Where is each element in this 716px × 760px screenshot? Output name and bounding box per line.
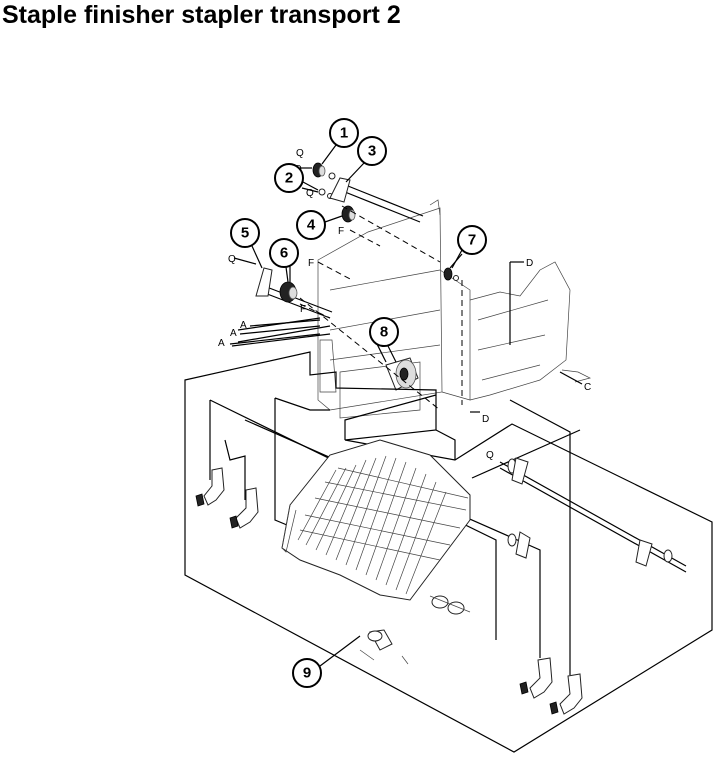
svg-text:4: 4	[307, 217, 316, 234]
ref-letter-d: D	[526, 258, 533, 269]
callout-5: 5	[230, 218, 263, 269]
gear-shaft-right	[499, 457, 687, 573]
svg-text:8: 8	[380, 324, 388, 341]
ref-letter-f: F	[338, 226, 344, 237]
ref-letter-f: F	[300, 304, 306, 315]
gear-part-4	[341, 205, 356, 223]
motor-part-8	[385, 357, 419, 391]
callout-7: 7	[451, 225, 487, 269]
callout-2: 2	[274, 163, 319, 193]
roller-pair-center	[359, 595, 471, 665]
ref-letter-q: Q	[306, 188, 314, 199]
bearing-part-7	[443, 267, 459, 281]
ref-letter-a: A	[230, 328, 237, 339]
reference-letters: Q Q Q Q Q F F F A A A D D C	[218, 148, 591, 461]
upper-shaft	[339, 183, 424, 223]
gear-part-6	[279, 281, 298, 303]
svg-text:6: 6	[280, 245, 288, 262]
chassis-frame	[317, 199, 591, 419]
page-title: Staple finisher stapler transport 2	[2, 1, 401, 29]
ref-letter-q: Q	[228, 254, 236, 265]
svg-text:5: 5	[241, 225, 249, 242]
bracket-part-3	[329, 177, 351, 203]
kit-outline-9	[184, 351, 713, 753]
mid-shaft	[261, 285, 333, 319]
ref-letter-f: F	[308, 258, 314, 269]
lever-right-upper	[519, 657, 553, 699]
lever-left-lower	[229, 487, 259, 529]
leader-lines	[229, 167, 583, 413]
svg-text:7: 7	[468, 232, 476, 249]
lever-right-lower	[549, 673, 583, 715]
bearing-part-1	[312, 162, 336, 180]
ref-letter-d: D	[482, 414, 489, 425]
callout-3: 3	[345, 136, 387, 183]
svg-text:3: 3	[368, 143, 376, 160]
callout-4: 4	[296, 210, 343, 240]
callout-9: 9	[292, 635, 361, 688]
callout-8: 8	[369, 317, 399, 363]
ref-letter-q: Q	[296, 148, 304, 159]
ref-letter-a: A	[218, 338, 225, 349]
ref-letter-c: C	[584, 382, 591, 393]
lever-left-upper	[195, 467, 225, 507]
svg-text:2: 2	[285, 170, 293, 187]
svg-text:1: 1	[340, 125, 348, 142]
callout-1: 1	[321, 118, 359, 165]
ref-letter-a: A	[240, 320, 247, 331]
paper-guide-assembly	[281, 439, 471, 601]
clip-part-5	[255, 267, 273, 297]
svg-text:9: 9	[303, 665, 311, 682]
callout-6: 6	[269, 238, 299, 283]
ref-letter-q: Q	[486, 450, 494, 461]
